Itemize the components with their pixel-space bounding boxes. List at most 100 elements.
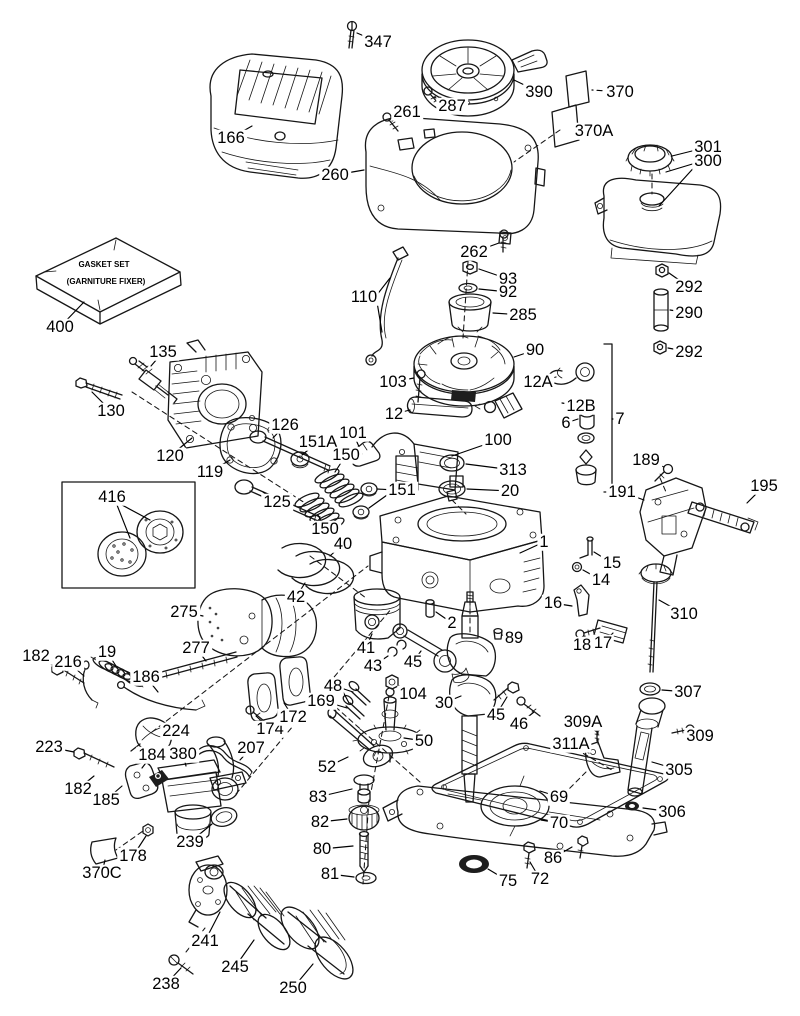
leader-151A-31 (301, 441, 319, 456)
leader-103-20 (392, 377, 415, 383)
leader-81-87 (329, 873, 355, 878)
leader-42-39 (295, 582, 306, 598)
leader-89-59 (501, 634, 515, 639)
screw-238 (168, 954, 194, 975)
flywheel-washer (458, 282, 478, 294)
leader-119-29 (209, 459, 231, 473)
leader-93-16 (478, 268, 509, 280)
gear-82 (348, 804, 380, 831)
leader-275-50 (183, 611, 204, 617)
leader-174-66 (255, 715, 271, 730)
leader-261-4 (391, 111, 408, 122)
governor-lever-16 (573, 584, 590, 617)
link-216 (82, 660, 99, 709)
leader-313-41 (465, 463, 514, 471)
cylinder-head (167, 339, 263, 449)
seal-239 (210, 807, 238, 827)
starter-cup (448, 293, 492, 333)
leader-292-13 (667, 347, 690, 353)
bearing-kit-416 (61, 481, 196, 589)
leader-72-92 (529, 861, 541, 880)
leader-301-8 (671, 146, 709, 157)
leader-400-14 (59, 301, 85, 328)
leader-100-40 (451, 439, 499, 457)
bracket-311A (584, 741, 621, 778)
leader-16-52 (552, 602, 573, 607)
oring-307 (639, 682, 661, 696)
leader-262-10 (473, 242, 500, 253)
cap-6 (579, 408, 595, 430)
leader-285-18 (492, 312, 524, 316)
assembly-axis-lines (115, 129, 667, 953)
speed-control-195 (687, 501, 759, 534)
cylinder-block (369, 489, 545, 613)
leader-14-48 (582, 569, 602, 581)
spark-plug (128, 356, 178, 404)
plates-172 (247, 656, 311, 722)
fuel-cap (625, 144, 675, 177)
leader-90-19 (513, 349, 536, 358)
oil-tube-305 (627, 697, 666, 797)
fuel-fitting-12B (474, 392, 523, 419)
leader-310-49 (658, 599, 685, 615)
pin-15 (579, 536, 594, 559)
leader-347-0 (356, 32, 379, 43)
leader-245-101 (234, 939, 255, 968)
leader-189-44 (645, 459, 665, 468)
leader-182-60 (35, 655, 57, 668)
nut-89 (493, 627, 503, 640)
leader-207-68 (239, 747, 252, 761)
oil-pan-70 (382, 775, 668, 857)
camshaft-50 (352, 687, 428, 763)
bolt-45-lower (493, 681, 520, 701)
screw-46 (516, 696, 541, 717)
leader-2-58 (435, 611, 453, 624)
nut-178 (142, 823, 154, 837)
governor-rod-186 (116, 680, 206, 711)
leader-41-55 (365, 633, 373, 649)
leader-82-85 (319, 818, 348, 823)
air-cleaner-cover-250 (280, 906, 354, 980)
seal-306 (625, 801, 640, 811)
leader-305-96 (651, 761, 680, 771)
screw-18 (575, 627, 601, 639)
leader-45-57 (412, 650, 422, 663)
leader-101-33 (352, 432, 361, 450)
leader-277-51 (195, 647, 207, 662)
air-cleaner-base-241 (188, 855, 228, 928)
leader-12A-21 (537, 376, 557, 383)
oil-seal-75 (459, 855, 489, 873)
connecting-rod-45 (392, 623, 470, 683)
leader-195-46 (746, 485, 765, 504)
leader-15-47 (593, 551, 613, 564)
leader-40-37 (329, 543, 344, 557)
leader-6-24 (565, 418, 579, 424)
leader-150-32 (334, 454, 347, 473)
leader-104-78 (398, 685, 414, 695)
blower-housing (364, 116, 546, 245)
bolt-72 (523, 841, 536, 869)
leader-12-22 (393, 409, 411, 415)
flywheel-nut (462, 259, 478, 275)
crankshaft (446, 591, 497, 803)
leader-178-74 (132, 835, 147, 857)
screw-309A (593, 724, 601, 742)
leader-20-42 (466, 488, 511, 492)
gasket-box-title: GASKET SET (78, 260, 129, 269)
gasket-box-subtitle: (GARNITURE FIXER) (67, 277, 146, 286)
ignition-coil (395, 443, 464, 496)
leader-370-5 (591, 89, 621, 93)
tappet-83 (353, 774, 375, 804)
bolt-86 (577, 835, 589, 859)
decal-370 (565, 70, 590, 108)
muffler-bolt-277 (143, 651, 238, 684)
leader-83-84 (317, 788, 353, 798)
valve-126 (249, 430, 331, 474)
screw-261 (382, 112, 399, 132)
decal-370C (90, 837, 119, 865)
leader-80-86 (321, 845, 354, 850)
shaft-80 (358, 830, 370, 873)
engine-cover (209, 53, 344, 179)
leader-182-72 (77, 775, 95, 790)
